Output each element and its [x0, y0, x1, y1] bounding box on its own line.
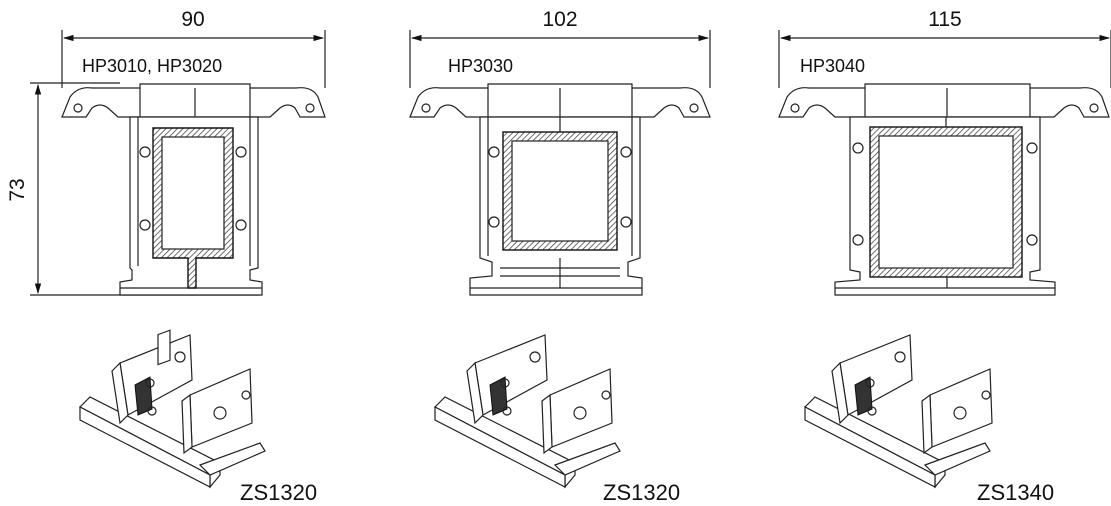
width-dimension-label-1: 90	[181, 8, 204, 31]
width-dimension-label-2: 102	[542, 8, 577, 31]
profile-model-label-3: HP3040	[800, 56, 865, 76]
profile-model-label-2: HP3030	[448, 56, 513, 76]
profile-section-1: 90 HP3010, HP3020 73	[6, 8, 326, 296]
connector-3: ZS1340	[803, 334, 1054, 505]
connector-2: ZS1320	[433, 334, 680, 505]
height-dimension-label: 73	[6, 178, 29, 201]
connector-code-2: ZS1320	[603, 480, 680, 505]
connector-1: ZS1320	[78, 329, 317, 505]
connector-code-1: ZS1320	[240, 480, 317, 505]
profile-section-2: 102 HP3030	[409, 8, 711, 296]
connector-code-3: ZS1340	[977, 480, 1054, 505]
profile-model-label-1: HP3010, HP3020	[82, 56, 222, 76]
width-dimension-label-3: 115	[928, 8, 961, 31]
profile-section-3: 115 HP3040	[778, 8, 1111, 296]
